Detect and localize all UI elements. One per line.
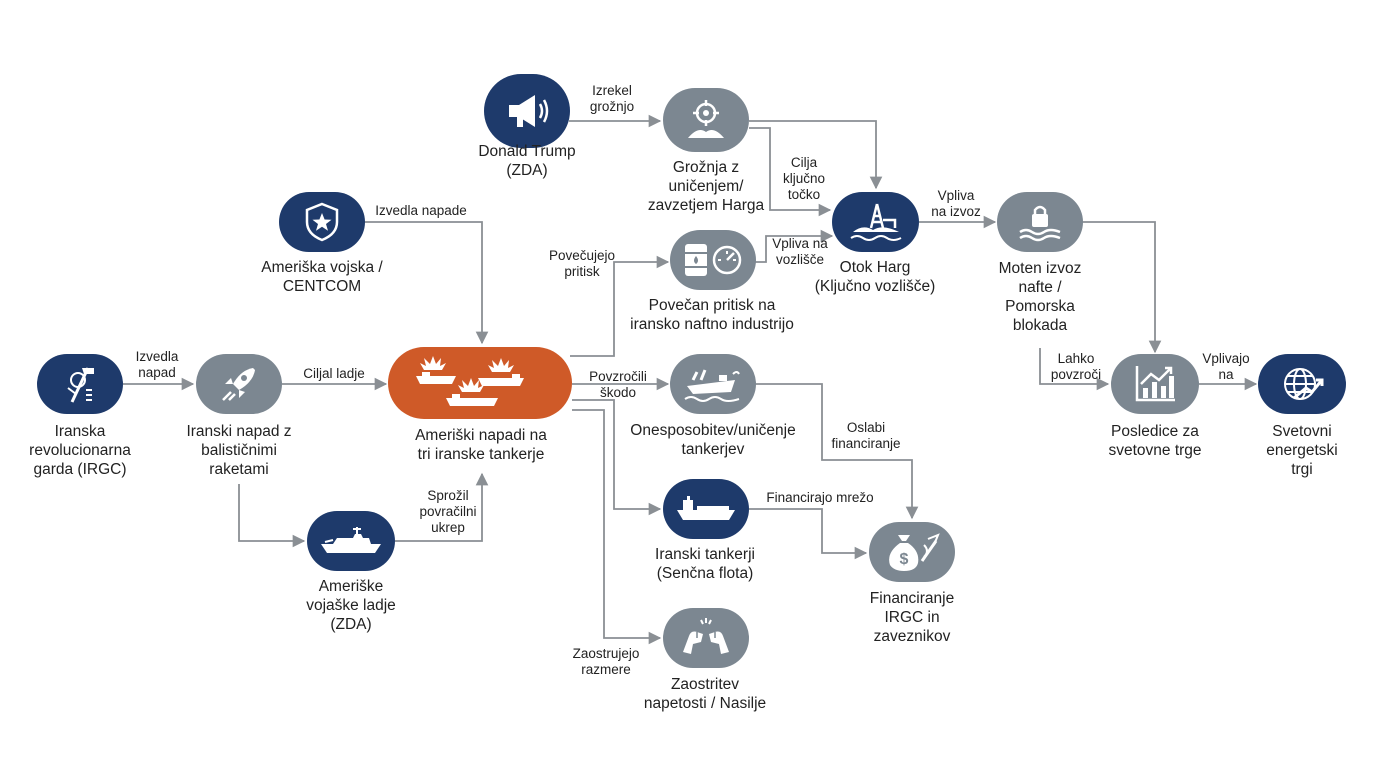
clenched-fists-icon bbox=[679, 618, 733, 658]
node-tanker-damage[interactable] bbox=[670, 354, 756, 414]
node-us-attacks[interactable] bbox=[388, 347, 572, 419]
barrel-gauge-icon bbox=[681, 240, 745, 280]
label-us-army: Ameriška vojska / CENTCOM bbox=[261, 259, 383, 295]
label-tanker-damage: Onesposobitev/uničenje tankerjev bbox=[630, 422, 796, 458]
node-donald-trump[interactable] bbox=[484, 74, 570, 148]
node-us-army[interactable] bbox=[279, 192, 365, 252]
edge-attacks-pressure bbox=[570, 255, 670, 357]
money-bag-icon: $ bbox=[884, 531, 940, 573]
target-hand-icon bbox=[682, 98, 730, 142]
edge-label-warships-attacks: Sprožil povračilni ukrep bbox=[419, 488, 477, 535]
edge-label-irgc-missile: Izvedla napad bbox=[135, 349, 179, 380]
lock-waves-icon bbox=[1016, 202, 1064, 242]
tanker-icon bbox=[675, 494, 737, 524]
label-donald-trump: Donald Trump (ZDA) bbox=[478, 143, 576, 179]
edge-label-attacks-pressure: Povečujejo pritisk bbox=[548, 248, 616, 279]
label-market-consequences: Posledice za svetovne trge bbox=[1108, 423, 1202, 459]
edge-blockade-consequences bbox=[1082, 221, 1162, 354]
edge-threat-kharg-a bbox=[749, 120, 883, 190]
edge-disable-funding bbox=[755, 383, 919, 520]
shield-star-icon bbox=[304, 202, 340, 242]
edge-label-shadow-funding: Financirajo mrežo bbox=[766, 490, 874, 505]
edge-label-attacks-disable: Povzročili škodo bbox=[589, 369, 647, 400]
burning-tankers-icon bbox=[412, 354, 548, 412]
edge-army-attacks bbox=[364, 221, 489, 345]
label-us-attacks: Ameriški napadi na tri iranske tankerje bbox=[415, 427, 547, 463]
label-blockade: Moten izvoz nafte / Pomorska blokada bbox=[998, 260, 1082, 334]
emblem-icon bbox=[62, 362, 98, 406]
edge-attacks-tension bbox=[572, 409, 662, 645]
label-missile-attack: Iranski napad z balističnimi raketami bbox=[186, 423, 292, 478]
label-oil-pressure: Povečan pritisk na iransko naftno indust… bbox=[630, 297, 794, 333]
node-tension[interactable] bbox=[663, 608, 749, 668]
label-irgc: Iranska revolucionarna garda (IRGC) bbox=[29, 423, 131, 478]
edge-label-threat-kharg: Cilja ključno točko bbox=[782, 155, 826, 202]
node-irgc-funding[interactable]: $ bbox=[869, 522, 955, 582]
edge-label-trump-threat: Izrekel grožnjo bbox=[589, 83, 635, 114]
label-us-warships: Ameriške vojaške ladje (ZDA) bbox=[306, 578, 396, 633]
edge-missile-warships bbox=[238, 484, 306, 548]
node-blockade[interactable] bbox=[997, 192, 1083, 252]
node-energy-markets[interactable] bbox=[1258, 354, 1346, 414]
edge-label-blockade-consequences: Lahko povzroči bbox=[1050, 351, 1102, 382]
megaphone-icon bbox=[503, 91, 551, 131]
edge-label-missile-attacks: Ciljal ladje bbox=[303, 366, 365, 381]
node-kharg-island[interactable] bbox=[832, 192, 919, 252]
edge-pressure-kharg bbox=[755, 229, 834, 263]
node-market-consequences[interactable] bbox=[1111, 354, 1199, 414]
label-shadow-fleet: Iranski tankerji (Senčna flota) bbox=[655, 546, 755, 582]
oil-rig-icon bbox=[849, 202, 903, 242]
svg-text:$: $ bbox=[900, 551, 909, 568]
node-shadow-fleet[interactable] bbox=[663, 479, 749, 539]
globe-arrow-icon bbox=[1280, 364, 1324, 404]
edge-attacks-shadow bbox=[572, 399, 662, 516]
edge-label-disable-funding: Oslabi financiranje bbox=[831, 420, 901, 451]
edge-threat-kharg-b bbox=[749, 127, 832, 217]
label-kharg-island: Otok Harg (Ključno vozlišče) bbox=[814, 259, 936, 295]
node-missile-attack[interactable] bbox=[196, 354, 282, 414]
edge-label-army-attacks: Izvedla napade bbox=[375, 203, 467, 218]
label-threat: Grožnja z uničenjem/ zavzetjem Harga bbox=[647, 159, 765, 214]
edge-label-attacks-tension: Zaostrujejo razmere bbox=[572, 646, 640, 677]
label-tension: Zaostritev napetosti / Nasilje bbox=[643, 676, 767, 712]
edge-warships-attacks bbox=[395, 472, 489, 542]
node-irgc[interactable] bbox=[37, 354, 123, 414]
edge-label-kharg-blockade: Vpliva na izvoz bbox=[931, 188, 981, 219]
edge-blockade-consequences-b bbox=[1039, 348, 1110, 391]
sinking-ship-icon bbox=[683, 364, 743, 404]
node-oil-pressure[interactable] bbox=[670, 230, 756, 290]
edge-label-pressure-kharg: Vpliva na vozlišče bbox=[772, 236, 828, 267]
rocket-icon bbox=[219, 364, 259, 404]
rising-chart-icon bbox=[1133, 364, 1177, 404]
edge-shadow-funding bbox=[749, 508, 868, 560]
node-threat[interactable] bbox=[663, 88, 749, 152]
node-us-warships[interactable] bbox=[307, 511, 395, 571]
warship-icon bbox=[319, 526, 383, 556]
label-irgc-funding: Financiranje IRGC in zaveznikov bbox=[869, 590, 955, 645]
label-energy-markets: Svetovni energetski trgi bbox=[1266, 423, 1338, 478]
edge-label-consequences-markets: Vplivajo na bbox=[1202, 351, 1250, 382]
